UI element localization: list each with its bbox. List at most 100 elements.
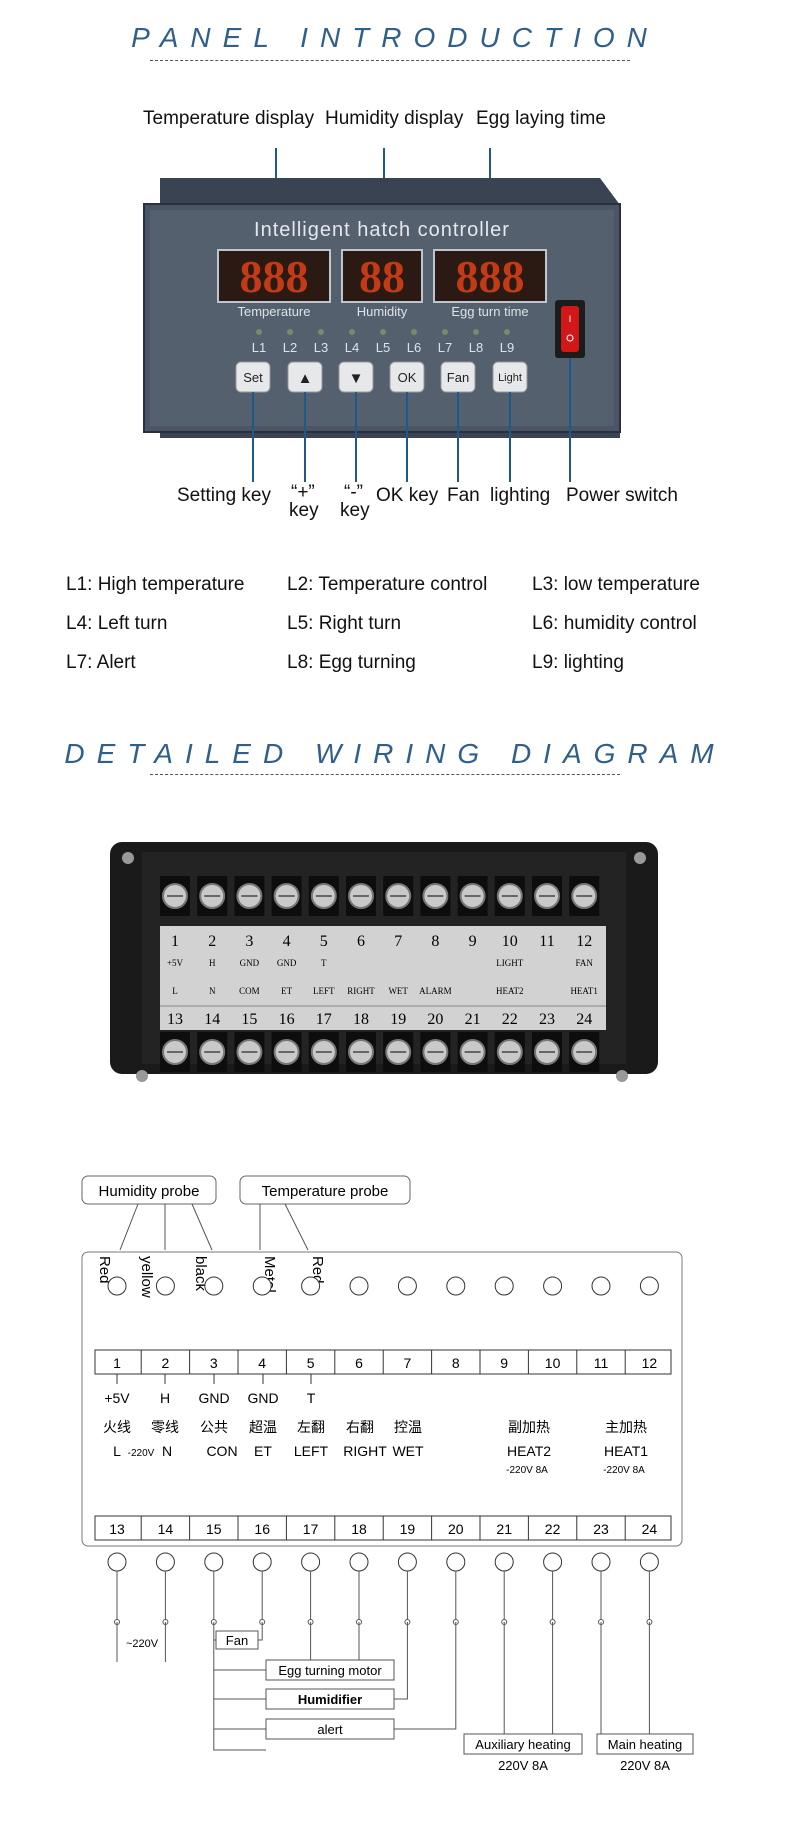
key-ok-button[interactable]: OK: [389, 361, 425, 393]
humidity-probe-label: Humidity probe: [99, 1183, 200, 1200]
key-fan-button[interactable]: Fan: [440, 361, 476, 393]
schematic-bottom-terminal: [543, 1552, 563, 1572]
display-temperature: [217, 249, 331, 303]
schematic-top-signals: +5V H GND GND T: [104, 1374, 316, 1406]
svg-text:零线: 零线: [151, 1419, 179, 1435]
output-wires: [114, 1571, 653, 1751]
photo-bottom-number: 13: [167, 1011, 183, 1028]
fan-label: Fan: [226, 1633, 248, 1648]
led-label-2: L2: [283, 340, 297, 355]
terminal-screw-top-3: [234, 876, 265, 916]
svg-text:控温: 控温: [394, 1419, 422, 1435]
label-minus-key: key: [340, 500, 370, 521]
key-minus-button[interactable]: ▼: [338, 361, 374, 393]
device-title: Intelligent hatch controller: [254, 219, 510, 241]
svg-text:I: I: [569, 314, 572, 324]
legend-l2: L2: Temperature control: [287, 574, 488, 595]
schematic-bottom-terminal: [494, 1552, 514, 1572]
schematic-bottom-terminal: [107, 1552, 127, 1572]
schematic-bottom-terminal: [639, 1552, 659, 1572]
schematic-top-number: 6: [355, 1355, 363, 1371]
terminal-screw-bottom-12: [569, 1032, 600, 1072]
schematic-top-number: 3: [210, 1355, 218, 1371]
schematic-bottom-number: 23: [593, 1521, 609, 1537]
schematic-bottom-terminal: [301, 1552, 321, 1572]
aux-heating-rating: 220V 8A: [498, 1758, 548, 1773]
svg-text:OK: OK: [398, 370, 417, 385]
svg-text:▲: ▲: [298, 370, 313, 387]
schematic-bottom-number: 16: [254, 1521, 270, 1537]
wire-color-black: black: [192, 1256, 209, 1292]
svg-text:N: N: [162, 1443, 172, 1459]
terminal-screw-top-12: [569, 876, 600, 916]
schematic-top-number: 1: [113, 1355, 121, 1371]
temperature-probe-label: Temperature probe: [262, 1183, 389, 1200]
svg-text:H: H: [160, 1390, 170, 1406]
wiring-schematic: Humidity probe Temperature probe Red yel…: [81, 1175, 694, 1773]
screw-corner-tr: [634, 852, 646, 864]
svg-text:Fan: Fan: [447, 370, 469, 385]
display-caption-humidity: Humidity: [357, 304, 408, 319]
svg-text:RIGHT: RIGHT: [343, 1443, 387, 1459]
wire-red-2: [284, 1203, 309, 1251]
schematic-bottom-terminal: [591, 1552, 611, 1572]
svg-text:GND: GND: [198, 1390, 229, 1406]
schematic-bottom-terminal: [204, 1552, 224, 1572]
label-ok-key: OK key: [376, 485, 439, 506]
svg-text:Set: Set: [243, 370, 263, 385]
title-underline: [150, 60, 630, 61]
svg-text:ET: ET: [254, 1443, 272, 1459]
svg-text:L: L: [113, 1443, 121, 1459]
schematic-chinese-labels: 火线 零线 公共 超温 左翻 右翻 控温 副加热 主加热: [103, 1419, 647, 1435]
svg-text:CON: CON: [206, 1443, 237, 1459]
ac-220v-label: ~220V: [126, 1638, 159, 1650]
photo-top-signal: T: [321, 958, 327, 968]
schematic-top-number: 7: [404, 1355, 412, 1371]
schematic-bottom-number: 17: [303, 1521, 319, 1537]
photo-top-number: 1: [171, 933, 179, 950]
terminal-screw-top-7: [383, 876, 414, 916]
key-light-button[interactable]: Light: [492, 361, 528, 393]
photo-top-number: 5: [320, 933, 328, 950]
display-humidity: [341, 249, 423, 303]
label-humidity-display: Humidity display: [325, 108, 464, 129]
svg-text:超温: 超温: [249, 1419, 277, 1435]
svg-text:HEAT1: HEAT1: [604, 1443, 648, 1459]
schematic-bottom-terminals: [107, 1552, 659, 1572]
svg-text:右翻: 右翻: [346, 1419, 374, 1435]
svg-text:公共: 公共: [200, 1419, 228, 1435]
schematic-top-terminal: [204, 1276, 224, 1296]
display-caption-temperature: Temperature: [238, 304, 311, 319]
photo-top-number: 12: [576, 933, 592, 950]
power-switch[interactable]: I: [555, 300, 585, 358]
photo-top-signal: +5V: [167, 958, 184, 968]
schematic-top-terminal: [252, 1276, 272, 1296]
wire-color-red-1: Red: [96, 1256, 113, 1284]
display-egg-turn: [433, 249, 547, 303]
svg-text:-220V: -220V: [128, 1448, 155, 1459]
display-humidity-digits: 88: [359, 251, 405, 302]
main-heating-label: Main heating: [608, 1737, 682, 1752]
svg-text:Light: Light: [498, 372, 522, 384]
terminal-screw-top-1: [160, 876, 190, 916]
schematic-top-number: 2: [162, 1355, 170, 1371]
photo-bottom-signal: ALARM: [419, 986, 452, 996]
photo-top-signal: LIGHT: [496, 958, 523, 968]
legend-l4: L4: Left turn: [66, 613, 168, 634]
screw-corner-tl: [122, 852, 134, 864]
key-set-button[interactable]: Set: [235, 361, 271, 393]
svg-text:HEAT2: HEAT2: [507, 1443, 551, 1459]
schematic-bottom-terminal: [349, 1552, 369, 1572]
led-label-6: L6: [407, 340, 421, 355]
schematic-bottom-number: 21: [496, 1521, 512, 1537]
terminal-screw-bottom-10: [494, 1032, 525, 1072]
label-fan: Fan: [447, 485, 480, 506]
key-plus-button[interactable]: ▲: [287, 361, 323, 393]
legend-l8: L8: Egg turning: [287, 652, 416, 673]
terminal-screw-top-8: [420, 876, 451, 916]
photo-top-number: 10: [502, 933, 518, 950]
schematic-top-number: 8: [452, 1355, 460, 1371]
